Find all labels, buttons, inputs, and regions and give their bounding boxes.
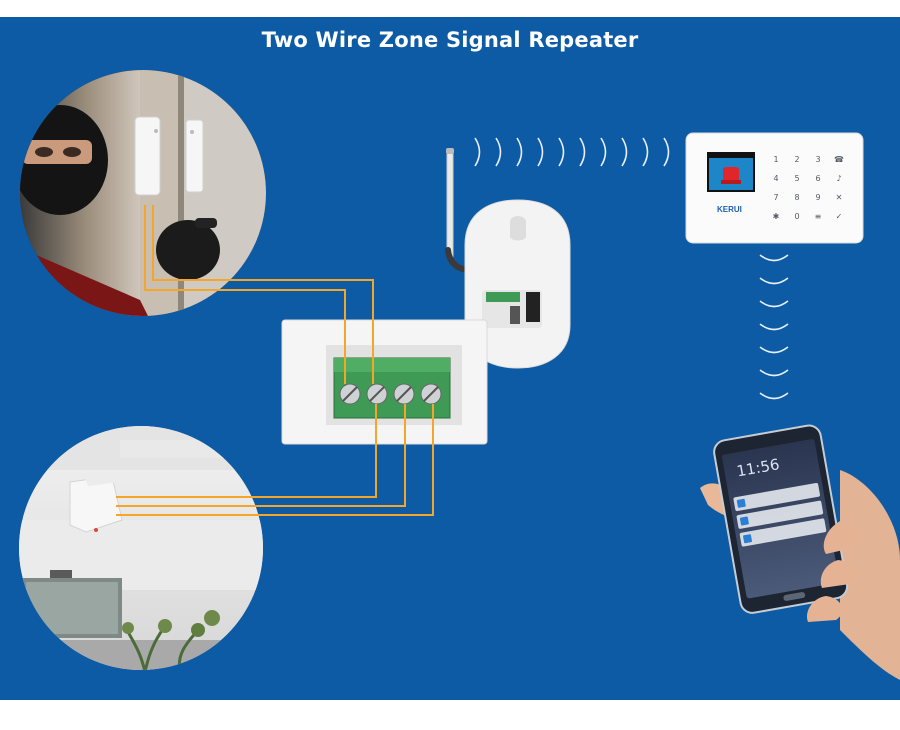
phone-home-button: [783, 592, 806, 601]
panel-key: 0: [794, 212, 799, 221]
panel-key: ☎: [834, 155, 844, 164]
panel-key: 4: [773, 174, 778, 183]
panel-key: 1: [773, 155, 778, 164]
zone-wires: [116, 205, 434, 516]
panel-key: ✕: [836, 193, 843, 202]
wire-door-2: [152, 205, 374, 384]
panel-key: ✓: [836, 212, 843, 221]
wire-pir-2: [116, 404, 406, 507]
panel-key: ♪: [836, 174, 841, 183]
red-alarm-light-icon: [723, 167, 739, 181]
wire-pir-1: [116, 404, 377, 498]
panel-key: 7: [773, 193, 778, 202]
smartphone-in-hand: 11:56: [700, 424, 900, 680]
panel-key: 9: [815, 193, 820, 202]
wire-pir-3: [116, 404, 434, 516]
panel-key: 5: [794, 174, 799, 183]
pir-led: [94, 528, 98, 532]
antenna-icon: [446, 149, 454, 259]
wifi-signal-arcs-icon: [474, 137, 670, 167]
panel-key: 2: [794, 155, 799, 164]
wire-door-1: [144, 205, 346, 384]
repeater-device: [281, 148, 571, 445]
alarm-control-panel: KERUI 1 2 3 ☎ 4 5 6 ♪ 7 8 9 ✕ ✱ 0 ≡ ✓: [685, 132, 864, 244]
panel-keypad: 1 2 3 ☎ 4 5 6 ♪ 7 8 9 ✕ ✱ 0 ≡ ✓: [773, 155, 844, 221]
door-sensor-magnet: [185, 119, 204, 193]
panel-key: 8: [794, 193, 799, 202]
panel-key: ≡: [815, 212, 822, 221]
wifi-signal-arcs-vertical-icon: [759, 254, 789, 400]
panel-key: ✱: [773, 212, 780, 221]
panel-brand-label: KERUI: [717, 205, 742, 214]
diagram-title: Two Wire Zone Signal Repeater: [261, 28, 639, 52]
panel-key: 6: [815, 174, 820, 183]
panel-key: 3: [815, 155, 820, 164]
door-sensor-body: [134, 116, 161, 196]
